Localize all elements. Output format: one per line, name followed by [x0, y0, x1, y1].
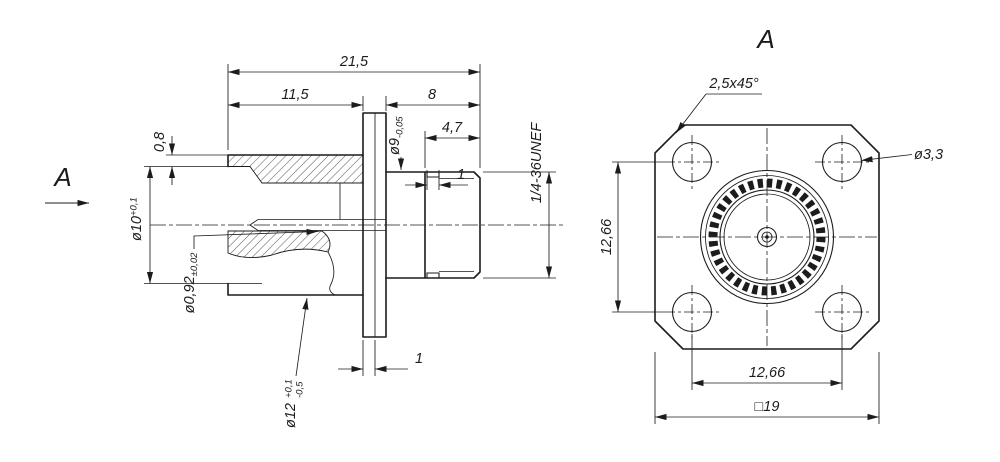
center-pin — [249, 219, 386, 231]
dim-d12-tol-lower: -0,5 — [295, 381, 306, 398]
front-view-label: A — [755, 24, 774, 54]
side-view-dimensions: 21,5 11,5 8 ø9-0,05 4,7 1 — [45, 54, 556, 428]
bore-lines — [228, 183, 341, 284]
threaded-section-outline — [385, 171, 481, 279]
dim-thread-length: 4,7 — [442, 120, 463, 136]
local-section-break-line — [327, 251, 336, 296]
dim-d10: ø10+0,1 — [129, 197, 146, 241]
dim-right-length: 8 — [428, 87, 436, 103]
dim-lip: 0,8 — [152, 132, 168, 152]
dim-square-size: □19 — [755, 399, 780, 415]
section-hatch-bottom — [227, 230, 331, 258]
knurled-ring — [708, 178, 826, 296]
dim-hole-dia: ø3,3 — [914, 147, 943, 163]
front-view-dimensions: A 2,5x45° ø3,3 12,66 12,66 □19 — [599, 24, 943, 424]
thread-spec: 1/4-36UNEF — [529, 122, 545, 204]
dim-pin-tolerance: ±0,02 — [189, 252, 200, 276]
dim-d12: ø12 +0,1-0,5 — [283, 379, 306, 428]
dim-pin-value: ø0,92 — [182, 276, 198, 313]
dim-hole-pitch-vertical: 12,66 — [599, 218, 615, 255]
connector-ring — [705, 175, 829, 299]
connector-inner-circle — [719, 189, 815, 285]
dim-d10-value: ø10 — [129, 216, 145, 241]
dim-d12-tol-upper: +0,1 — [284, 379, 295, 398]
dim-body-length: 11,5 — [281, 87, 309, 103]
flange-outline — [362, 112, 387, 338]
dim-d12-value: ø12 — [283, 403, 299, 428]
side-view-geometry — [150, 112, 565, 338]
dim-d10-tolerance: +0,1 — [129, 197, 140, 216]
section-hatch-top — [227, 154, 364, 184]
dim-flange-thickness: 1 — [415, 351, 423, 367]
side-view: 21,5 11,5 8 ø9-0,05 4,7 1 — [45, 54, 565, 428]
dim-pin-dia: ø0,92±0,02 — [182, 252, 200, 314]
dim-hole-pitch-horizontal: 12,66 — [749, 365, 786, 381]
connector-bore-circle — [723, 193, 811, 281]
dim-groove-width: 1 — [457, 167, 465, 183]
connector-outer-circle — [699, 169, 835, 305]
dim-total-length: 21,5 — [339, 54, 369, 70]
center-pin-dot — [765, 235, 769, 239]
center-contact-inner — [761, 231, 773, 243]
view-arrow-label: A — [52, 162, 71, 192]
front-view-geometry — [654, 124, 880, 350]
hole-centerlines — [665, 135, 869, 339]
dim-d9: ø9-0,05 — [387, 116, 406, 155]
front-view: A 2,5x45° ø3,3 12,66 12,66 □19 — [599, 24, 943, 424]
center-contact-outer — [756, 226, 778, 248]
thread-minor-lines — [439, 178, 474, 272]
dim-d9-tolerance: -0,05 — [395, 116, 406, 138]
body-outline — [227, 154, 364, 296]
dim-d9-value: ø9 — [387, 138, 403, 155]
dim-chamfer: 2,5x45° — [708, 76, 759, 92]
flange-plate-outline — [654, 124, 880, 350]
